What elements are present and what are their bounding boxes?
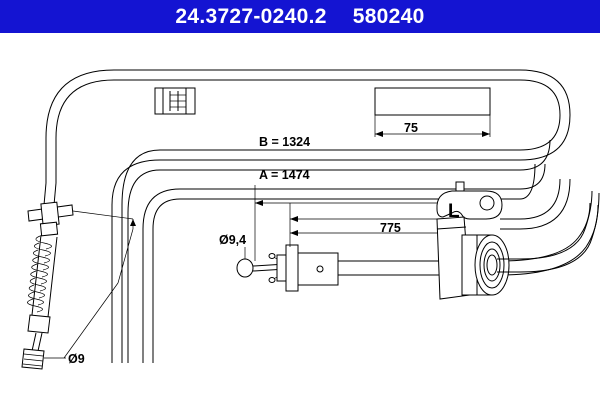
- cable-grommet: [461, 234, 520, 296]
- dimension-a: A = 1474: [259, 168, 310, 182]
- dimension-a-extension: [254, 185, 460, 261]
- leader-line-left: [63, 210, 136, 359]
- reference-number-label: 580240: [352, 4, 425, 28]
- cable-sheath-lower: [142, 163, 546, 363]
- mounting-hole: [479, 195, 495, 211]
- cable-sleeve-75: [374, 87, 491, 116]
- dimension-d94-label: Ø9,4: [219, 233, 246, 247]
- cable-sheath-bottom: [500, 178, 571, 230]
- threaded-end-fitting: [21, 348, 45, 370]
- cable-left-end-assembly: [21, 182, 74, 370]
- cable-ferrule-connector: [154, 87, 196, 115]
- dimension-775: 775: [289, 203, 460, 247]
- dimension-75: 75: [374, 115, 491, 137]
- dimension-a-label: A = 1474: [259, 168, 310, 182]
- part-number-label: 24.3727-0240.2: [175, 4, 327, 28]
- dimension-b-label: B = 1324: [259, 135, 310, 149]
- technical-drawing: 75 B = 1324 A = 1474: [0, 33, 600, 400]
- ball-end-nipple: [236, 258, 254, 278]
- dimension-775-label: 775: [380, 221, 401, 235]
- spring-coil: [27, 234, 58, 318]
- side-marking-l: L: [448, 201, 460, 222]
- dimension-d9: Ø9: [44, 352, 85, 366]
- dimension-d94: Ø9,4: [219, 233, 246, 259]
- drawing-canvas: 75 B = 1324 A = 1474: [21, 69, 600, 370]
- cable-right-bends: [519, 190, 600, 273]
- dimension-75-label: 75: [404, 121, 418, 135]
- dimension-b: B = 1324: [259, 135, 310, 149]
- cable-sheath-mid: [127, 139, 551, 363]
- title-bar: 24.3727-0240.2 580240: [0, 0, 600, 33]
- dimension-d9-label: Ø9: [68, 352, 85, 366]
- cable-sheath-outer: [45, 69, 571, 363]
